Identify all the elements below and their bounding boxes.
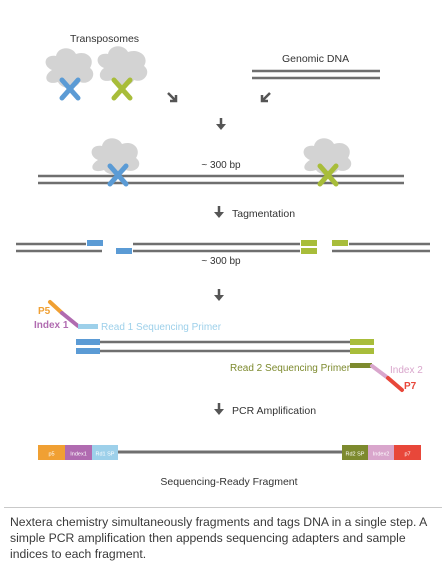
- arrow-diagonal-icon: [260, 92, 271, 103]
- sequencing-ready-fragment: p5 Index1 Rd1 SP Rd2 SP Index2 p7: [38, 445, 421, 460]
- index2-adapter: [370, 364, 390, 380]
- rd1sp-block-label: Rd1 SP: [96, 452, 115, 458]
- read1-primer-bar: [78, 324, 98, 329]
- index1-block-label: Index1: [70, 452, 87, 458]
- transposomes-label: Transposomes: [70, 33, 139, 45]
- bound-transposome-blue: [91, 138, 140, 187]
- arrow-down-icon: [214, 289, 224, 301]
- fragment-end-green-top: [350, 339, 374, 345]
- tagmented-fragments: [16, 240, 430, 254]
- p5-label: P5: [38, 306, 51, 317]
- p7-label: P7: [404, 381, 417, 392]
- read1-primer-label: Read 1 Sequencing Primer: [101, 322, 222, 333]
- p7-adapter: [386, 376, 404, 392]
- caption-divider: [4, 507, 442, 508]
- index2-block-label: Index2: [373, 452, 390, 458]
- figure-caption: Nextera chemistry simultaneously fragmen…: [10, 515, 427, 561]
- p5-block-label: p5: [48, 452, 54, 458]
- index1-adapter: [60, 311, 80, 328]
- rd2sp-block-label: Rd2 SP: [346, 452, 365, 458]
- transposome-green: [97, 46, 148, 101]
- index2-label: Index 2: [390, 365, 423, 376]
- tagmentation-label: Tagmentation: [232, 208, 295, 220]
- p7-block: [394, 445, 421, 460]
- transposome-blue: [45, 48, 94, 101]
- p5-block: [38, 445, 65, 460]
- fragment-end-blue-top: [76, 339, 100, 345]
- fragment-size-label-mid: ~ 300 bp: [201, 256, 241, 267]
- arrow-diagonal-icon: [167, 92, 178, 103]
- read2-primer-label: Read 2 Sequencing Primer: [230, 363, 351, 374]
- p5-adapter: [48, 300, 64, 315]
- index2-block: [368, 445, 394, 460]
- fragment-end-green-bottom: [350, 348, 374, 354]
- index1-label: Index 1: [34, 320, 69, 331]
- pcr-amplification-label: PCR Amplification: [232, 405, 316, 417]
- fragment-end-blue-bottom: [76, 348, 100, 354]
- read2-primer-bar: [350, 363, 372, 368]
- genomic-dna-label: Genomic DNA: [282, 53, 349, 65]
- sequencing-ready-fragment-label: Sequencing-Ready Fragment: [160, 476, 297, 488]
- rd2sp-block: [342, 445, 368, 460]
- arrow-down-icon: [214, 403, 224, 415]
- arrow-down-icon: [214, 206, 224, 218]
- fragment-size-label-top: ~ 300 bp: [201, 160, 241, 171]
- p7-block-label: p7: [404, 452, 410, 458]
- arrow-down-icon: [216, 118, 226, 130]
- index1-block: [65, 445, 92, 460]
- bound-transposome-green: [303, 138, 352, 187]
- rd1sp-block: [92, 445, 118, 460]
- nextera-diagram: Transposomes Genomic DNA ~ 300 bp: [16, 33, 430, 488]
